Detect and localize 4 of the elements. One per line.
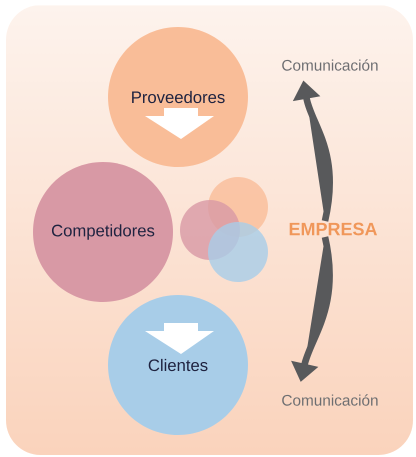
circle [208, 222, 268, 282]
label-text: Comunicación [282, 59, 378, 71]
label-text: Comunicación [282, 394, 378, 406]
title-text: EMPRESA [290, 222, 378, 236]
